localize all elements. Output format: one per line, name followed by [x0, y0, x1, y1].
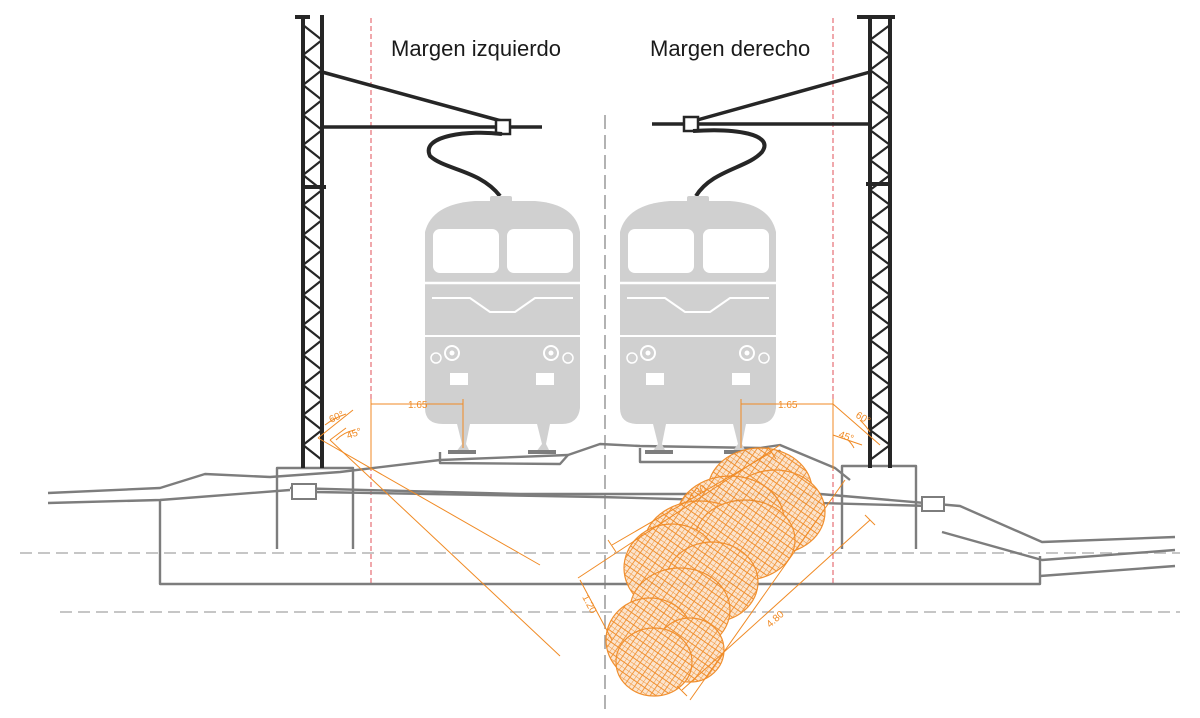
dim-left-angle-60: 60°: [328, 409, 346, 425]
left-catenary-mast: [295, 15, 542, 468]
right-train-silhouette: [620, 196, 776, 454]
hatched-influence-zone: [605, 447, 826, 697]
embankment-profile: [47, 442, 1176, 586]
dimension-lines: [317, 399, 881, 701]
right-catenary-mast: [652, 15, 895, 468]
dim-left-angle-45: 45°: [345, 426, 363, 442]
dim-right-offset: 1.65: [778, 400, 798, 411]
label-left-margin: Margen izquierdo: [391, 36, 561, 61]
label-right-margin: Margen derecho: [650, 36, 810, 61]
dim-right-angle-45: 45°: [837, 429, 855, 445]
left-train-silhouette: [425, 196, 580, 454]
dim-left-offset: 1.65: [408, 400, 428, 411]
mast-foundations: [275, 464, 945, 549]
reference-dashed-lines: [20, 552, 1180, 613]
